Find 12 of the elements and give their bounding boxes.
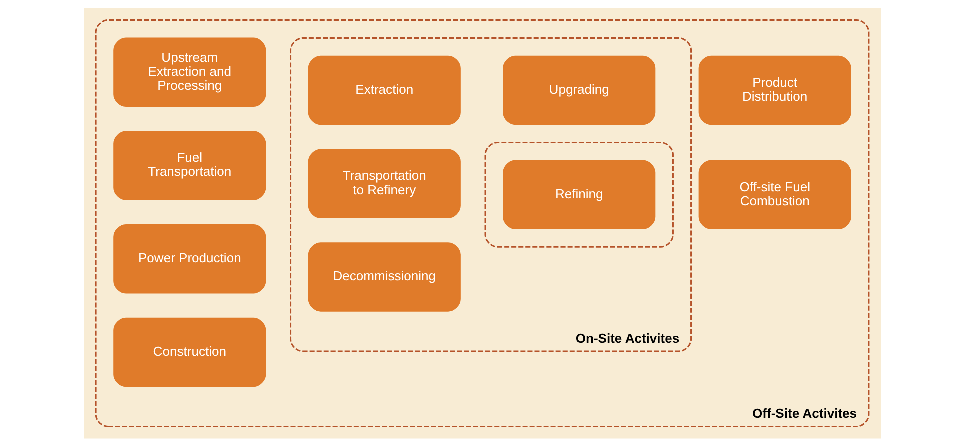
node-box: Transportation to Refinery [308,149,460,218]
node-box: Refining [502,160,656,230]
node-box: Power Production [113,224,266,294]
node-box: Upgrading [502,56,656,126]
node-box: Construction [113,318,266,388]
node-box: Decommissioning [308,242,460,312]
cluster [484,142,674,248]
node-box: Product Distribution [698,56,851,126]
node-box: Extraction [308,56,460,126]
node-box: Upstream Extraction and Processing [113,38,266,108]
node-box: Fuel Transportation [113,131,266,200]
node-box: Off-site Fuel Combustion [698,160,851,230]
